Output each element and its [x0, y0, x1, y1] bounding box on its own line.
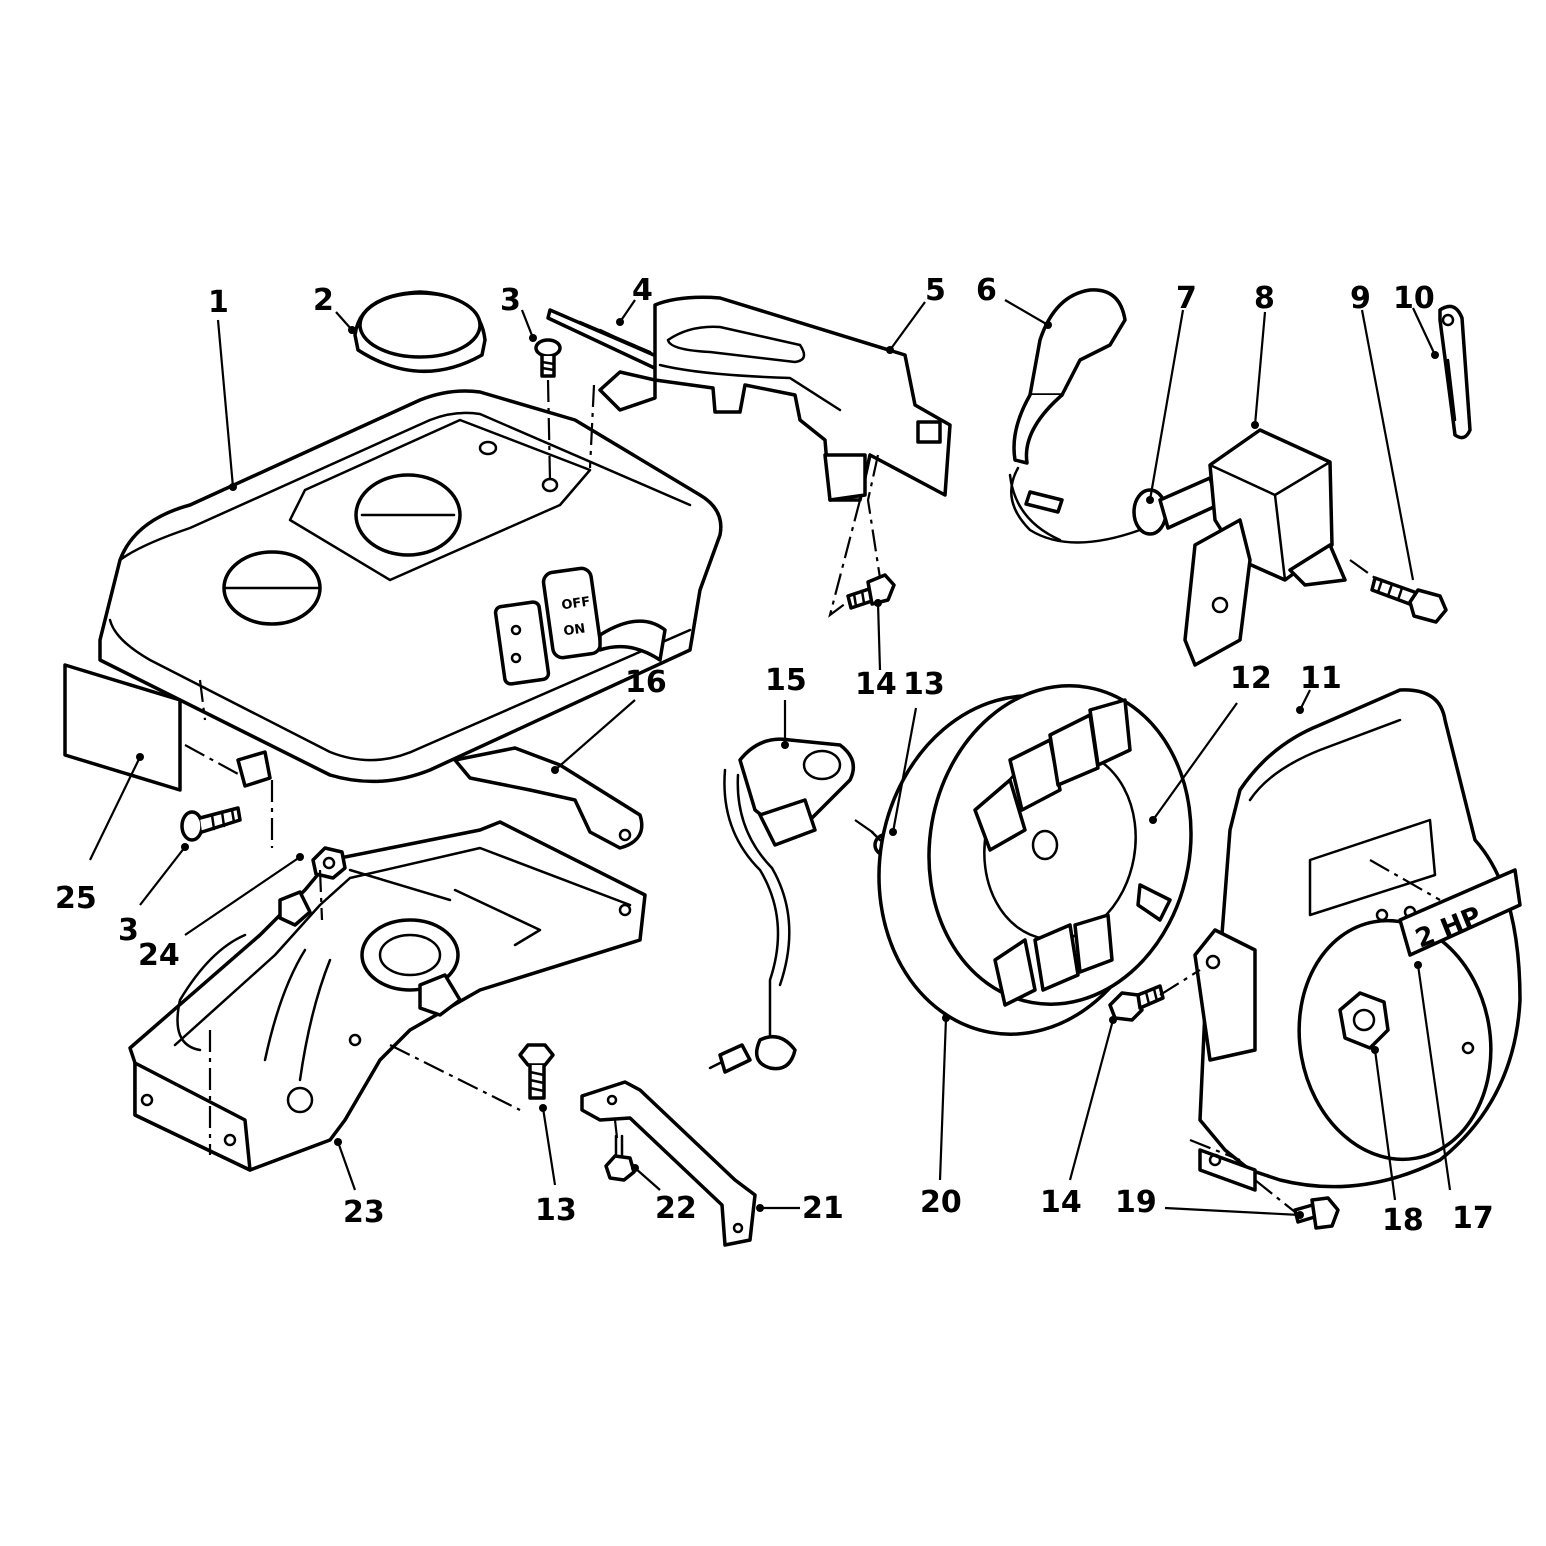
part-stop-switch	[708, 737, 856, 1074]
callout-15: 15	[765, 663, 807, 698]
callout-19: 19	[1115, 1185, 1157, 1220]
part-screw-bracket	[604, 1134, 636, 1182]
callout-24: 24	[138, 938, 180, 973]
callout-16: 16	[625, 665, 667, 700]
callout-numbers: 1 2 3 4 5 6 7 8 9 10 11 12 13 13 14 14 1…	[55, 273, 1494, 1238]
callout-5: 5	[925, 273, 946, 308]
part-shroud: OFF ON	[98, 389, 723, 784]
callout-7: 7	[1176, 281, 1197, 316]
callout-3b: 3	[118, 913, 139, 948]
part-screw-left	[180, 806, 242, 842]
switch-off-label: OFF	[561, 594, 592, 613]
part-bolt-base	[518, 1043, 555, 1100]
part-bolt-coil	[1370, 576, 1448, 624]
callout-17: 17	[1452, 1201, 1494, 1236]
callout-13b: 13	[535, 1193, 577, 1228]
callout-6: 6	[976, 273, 997, 308]
callout-11: 11	[1300, 661, 1342, 696]
part-blower-housing	[1193, 688, 1522, 1192]
switch-on-label: ON	[563, 621, 587, 639]
part-bolt-housing	[1108, 984, 1165, 1022]
part-grommet	[1024, 476, 1220, 536]
part-clip	[1438, 304, 1472, 440]
part-screw-top	[534, 338, 562, 378]
callout-12: 12	[1230, 661, 1272, 696]
part-baffle	[598, 295, 952, 502]
callout-23: 23	[343, 1195, 385, 1230]
part-bracket-top	[453, 746, 644, 850]
callout-21: 21	[802, 1191, 844, 1226]
assembly-lines	[184, 379, 1441, 1213]
callout-4: 4	[632, 273, 653, 308]
callout-14: 14	[855, 667, 897, 702]
part-ignition-coil	[1183, 428, 1347, 667]
part-spark-plug-boot	[1008, 288, 1142, 544]
callout-9: 9	[1350, 281, 1371, 316]
part-nut	[1338, 991, 1390, 1050]
part-flywheel	[877, 684, 1193, 1036]
callout-10: 10	[1393, 281, 1435, 316]
part-base-plate	[128, 820, 647, 1172]
callout-3: 3	[500, 283, 521, 318]
part-nut-base	[311, 846, 347, 880]
callout-20: 20	[920, 1185, 962, 1220]
part-cap	[353, 290, 487, 373]
callout-1: 1	[208, 285, 229, 320]
part-label-plate	[63, 663, 272, 792]
part-bolt-baffle	[846, 573, 896, 610]
callout-2: 2	[313, 283, 334, 318]
callout-13: 13	[903, 667, 945, 702]
callout-14b: 14	[1040, 1185, 1082, 1220]
leader-dots	[136, 318, 1439, 1219]
callout-22: 22	[655, 1191, 697, 1226]
callout-18: 18	[1382, 1203, 1424, 1238]
part-bracket-bottom	[580, 1080, 757, 1247]
callout-8: 8	[1254, 281, 1275, 316]
callout-25: 25	[55, 881, 97, 916]
